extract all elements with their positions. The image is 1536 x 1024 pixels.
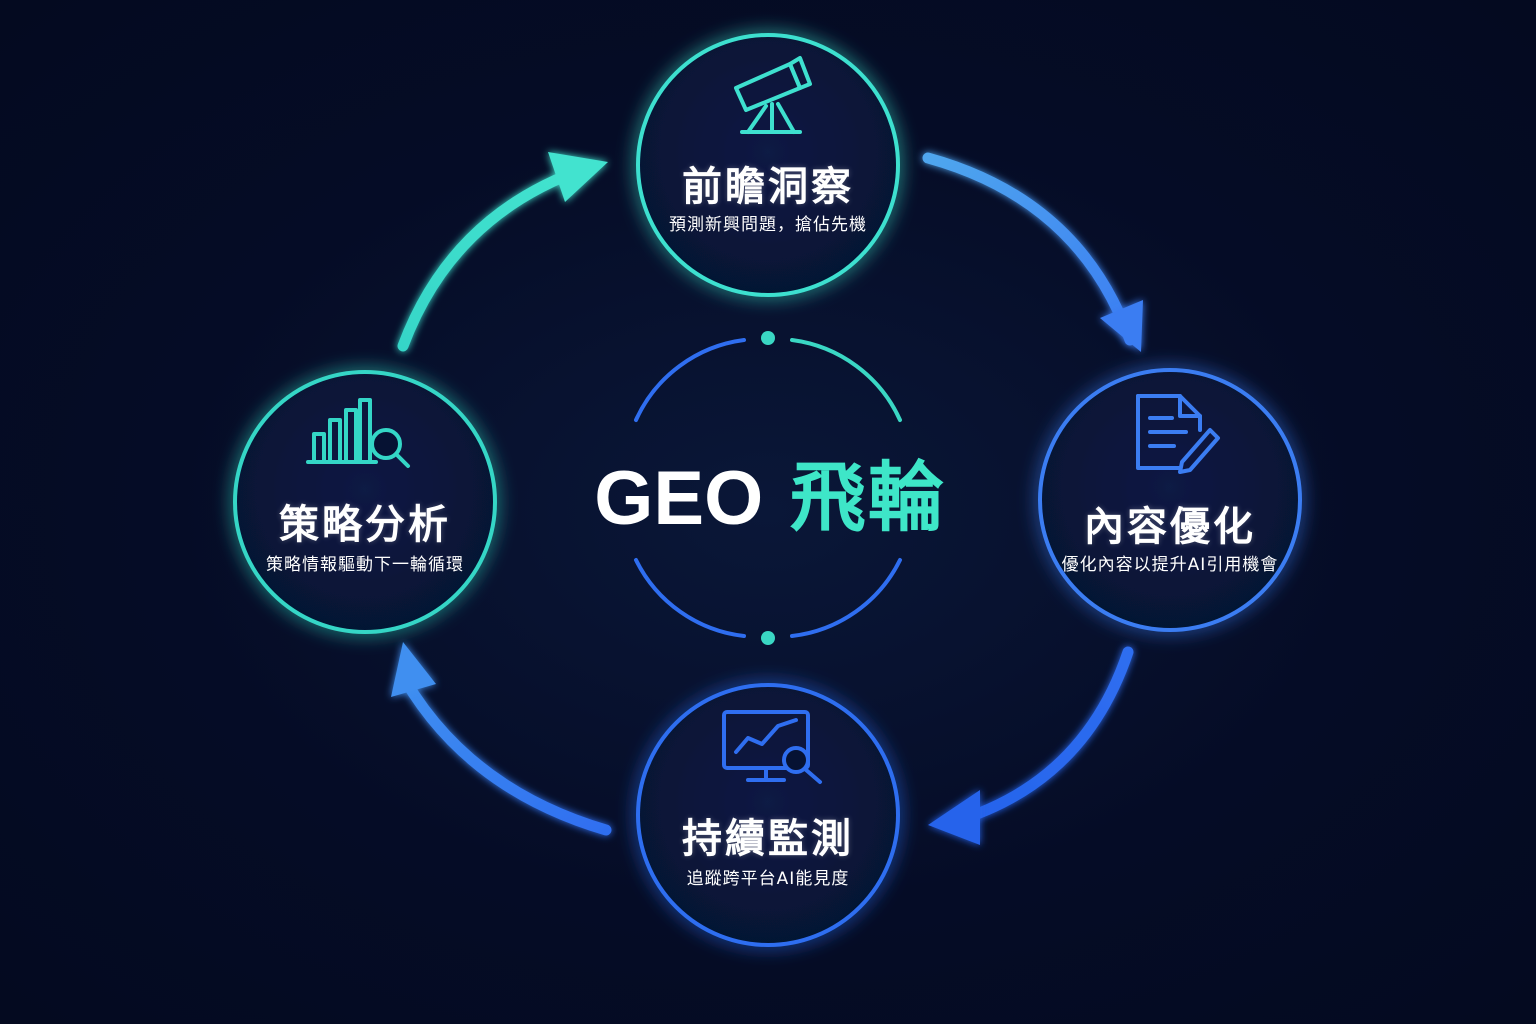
node-circle-foresight (636, 33, 900, 297)
node-subtitle-foresight: 預測新興問題，搶佔先機 (669, 215, 867, 235)
node-title-optimize: 內容優化 (1084, 504, 1256, 550)
center-title-cn: 飛輪 (789, 453, 946, 542)
chart-search-icon (306, 398, 410, 468)
node-circle-optimize (1038, 368, 1302, 632)
node-subtitle-optimize: 優化內容以提升AI引用機會 (1061, 555, 1279, 575)
monitor-analytics-icon (722, 710, 822, 784)
center-ring-dot-bottom (761, 631, 775, 645)
center-title-en: GEO (594, 456, 764, 541)
node-circle-monitor (636, 683, 900, 947)
arrow-arc-optimize-to-monitor (954, 646, 1134, 826)
arrowhead-foresight (548, 152, 608, 202)
arrow-arc-monitor-to-strategy (399, 674, 612, 836)
node-title-foresight: 前瞻洞察 (682, 164, 854, 210)
document-edit-icon (1136, 394, 1220, 474)
center-ring (634, 338, 902, 638)
node-subtitle-monitor: 追蹤跨平台AI能見度 (686, 869, 850, 889)
arrowhead-strategy (391, 642, 436, 697)
arrowhead-monitor (928, 790, 980, 845)
telescope-icon (734, 56, 812, 134)
node-subtitle-strategy: 策略情報驅動下一輪循環 (266, 555, 464, 575)
arrow-arc-strategy-to-foresight (397, 166, 581, 352)
center-title: GEO 飛輪 (520, 436, 1020, 546)
arrowhead-optimize (1100, 300, 1143, 352)
arrow-arc-foresight-to-optimize (922, 152, 1136, 346)
node-title-monitor: 持續監測 (682, 816, 854, 862)
center-ring-dot-top (761, 331, 775, 345)
node-circle-strategy (233, 370, 497, 634)
node-title-strategy: 策略分析 (279, 502, 451, 548)
